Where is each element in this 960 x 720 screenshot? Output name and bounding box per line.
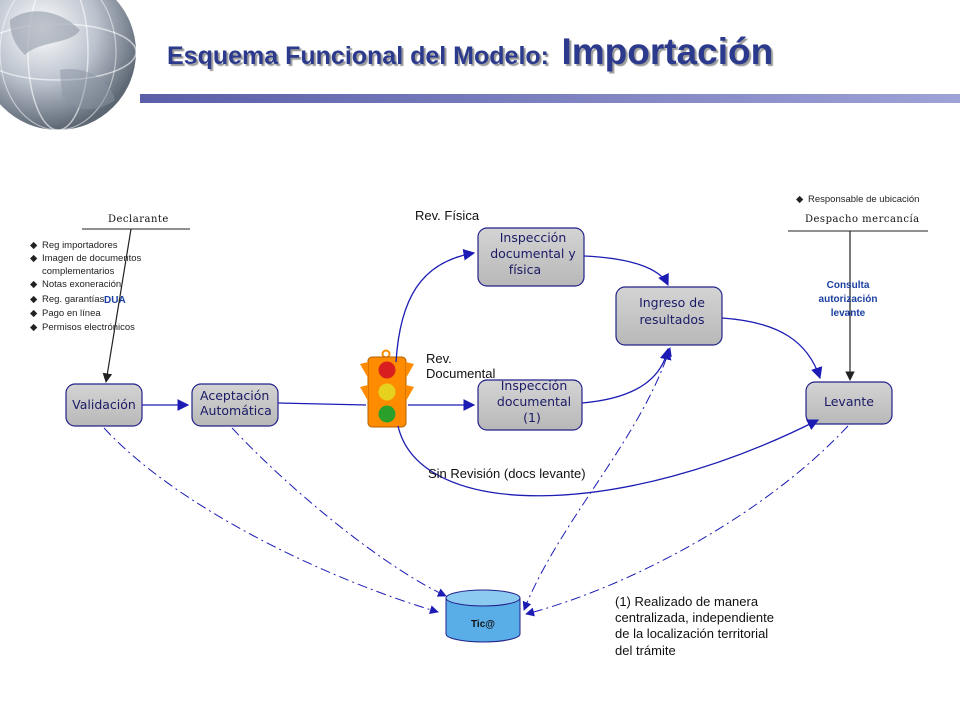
despacho-bullet: ◆ Responsable de ubicación bbox=[796, 194, 919, 205]
node-validacion[interactable]: Validación bbox=[65, 383, 143, 427]
declarante-bullet-list: ◆ Reg importadores ◆ Imagen de documento… bbox=[30, 240, 142, 333]
node-label: Aceptación bbox=[200, 388, 269, 403]
svg-text:◆: ◆ bbox=[30, 294, 38, 305]
aceptacion-to-semaforo-line bbox=[277, 402, 367, 406]
declarante-label: Declarante bbox=[108, 214, 169, 225]
svg-text:◆: ◆ bbox=[30, 279, 38, 290]
traffic-light-icon bbox=[360, 349, 414, 428]
bullet-item: ◆ Notas exoneración bbox=[30, 279, 121, 290]
node-inspeccion-fisica[interactable]: Inspección documental y física bbox=[477, 227, 585, 287]
node-label: Levante bbox=[824, 394, 874, 409]
consulta-line: levante bbox=[831, 308, 866, 319]
fisica-to-ingreso-arrow bbox=[583, 255, 669, 287]
header-bar bbox=[140, 94, 960, 103]
bullet-item: ◆ Permisos electrónicos bbox=[30, 322, 135, 333]
database-label: Tic@ bbox=[471, 619, 495, 630]
database-icon[interactable]: Tic@ bbox=[445, 589, 521, 643]
validacion-to-db-dashed bbox=[103, 427, 439, 615]
node-label: documental y bbox=[490, 246, 576, 261]
ingreso-to-levante-arrow bbox=[721, 317, 823, 380]
rev-fisica-arrow bbox=[395, 248, 476, 363]
bullet-item: ◆ Reg importadores bbox=[30, 240, 118, 251]
bullet-item: ◆ Imagen de documentos bbox=[30, 253, 142, 264]
node-label: documental bbox=[497, 394, 571, 409]
footnote-line: de la localización territorial bbox=[615, 626, 768, 641]
bullet-text: Permisos electrónicos bbox=[42, 322, 135, 333]
consulta-line: Consulta bbox=[827, 280, 870, 291]
page-title: Esquema Funcional del Modelo: Importació… bbox=[167, 31, 773, 72]
globe-logo-icon bbox=[0, 0, 137, 131]
sin-revision-arrow bbox=[397, 419, 820, 497]
footnote-line: del trámite bbox=[615, 643, 676, 658]
sin-revision-label: Sin Revisión (docs levante) bbox=[428, 466, 586, 481]
node-ingreso-resultados[interactable]: Ingreso de resultados bbox=[615, 286, 723, 346]
db-ingreso-dashed bbox=[522, 347, 672, 611]
node-label: Inspección bbox=[500, 230, 567, 245]
consulta-line: autorización bbox=[819, 294, 878, 305]
rev-documental-label-line2: Documental bbox=[426, 366, 495, 381]
svg-text:◆: ◆ bbox=[30, 322, 38, 333]
title-main: Esquema Funcional del Modelo: bbox=[167, 42, 549, 70]
bullet-text: complementarios bbox=[42, 266, 115, 277]
consulta-label: Consulta autorización levante bbox=[819, 280, 878, 319]
rev-documental-label-line1: Rev. bbox=[426, 351, 452, 366]
node-label: Ingreso de bbox=[639, 295, 705, 310]
node-label: (1) bbox=[523, 410, 541, 425]
title-accent: Importación bbox=[561, 31, 773, 72]
dua-label: DUA bbox=[104, 295, 126, 306]
svg-text:◆: ◆ bbox=[30, 308, 38, 319]
node-inspeccion-documental[interactable]: Inspección documental (1) bbox=[477, 378, 583, 431]
node-label: Validación bbox=[72, 397, 136, 412]
node-levante[interactable]: Levante bbox=[805, 381, 893, 425]
footnote: (1) Realizado de manera centralizada, in… bbox=[615, 594, 774, 658]
documental-to-ingreso-arrow bbox=[581, 347, 672, 404]
footnote-line: (1) Realizado de manera bbox=[615, 594, 759, 609]
declarante-to-validacion-arrow bbox=[102, 228, 132, 383]
bullet-text: Responsable de ubicación bbox=[808, 194, 919, 205]
bullet-item: complementarios bbox=[42, 266, 115, 277]
bullet-text: Pago en línea bbox=[42, 308, 101, 319]
bullet-text: Imagen de documentos bbox=[42, 253, 142, 264]
node-aceptacion[interactable]: Aceptación Automática bbox=[191, 383, 279, 427]
bullet-text: Reg. garantías bbox=[42, 294, 105, 305]
node-label: resultados bbox=[639, 312, 704, 327]
svg-text:◆: ◆ bbox=[30, 240, 38, 251]
bullet-item: ◆ Pago en línea bbox=[30, 308, 101, 319]
levante-to-db-dashed bbox=[525, 425, 849, 617]
despacho-label: Despacho mercancía bbox=[805, 214, 920, 225]
bullet-text: Reg importadores bbox=[42, 240, 118, 251]
node-label: Automática bbox=[200, 403, 272, 418]
rev-fisica-label: Rev. Física bbox=[415, 208, 480, 223]
node-label: Inspección bbox=[501, 378, 568, 393]
svg-text:◆: ◆ bbox=[796, 194, 804, 205]
footnote-line: centralizada, independiente bbox=[615, 610, 774, 625]
aceptacion-to-db-dashed bbox=[231, 427, 447, 597]
bullet-item: ◆ Reg. garantías bbox=[30, 294, 105, 305]
bullet-text: Notas exoneración bbox=[42, 279, 121, 290]
svg-text:◆: ◆ bbox=[30, 253, 38, 264]
node-label: física bbox=[509, 262, 541, 277]
